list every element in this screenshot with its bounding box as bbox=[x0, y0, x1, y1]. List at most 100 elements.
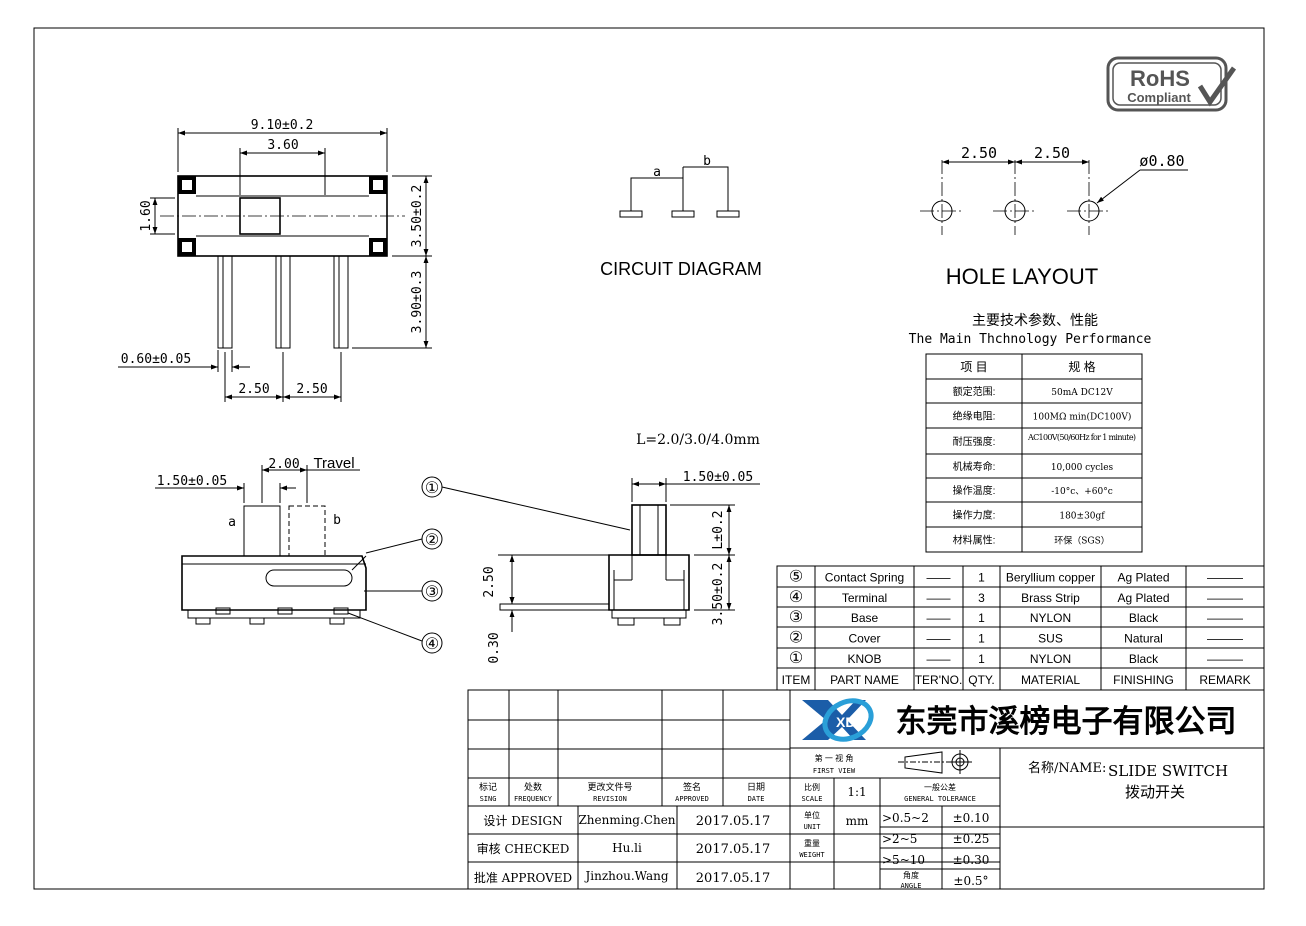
tolerance-range: >0.5~2 bbox=[882, 811, 929, 825]
checked-date: 2017.05.17 bbox=[696, 842, 770, 857]
performance-title-cn: 主要技术参数、性能 bbox=[972, 312, 1098, 328]
bom-remark: ——— bbox=[1207, 652, 1243, 666]
mounting-hole bbox=[1078, 200, 1100, 222]
bom-item: ④ bbox=[789, 589, 803, 606]
tolerance-range: >5~10 bbox=[882, 853, 925, 867]
bom-ter-no: —— bbox=[927, 591, 951, 605]
side-view: L=2.0/3.0/4.0mm 1.50±0.05 L±0.2 3.50±0.2… bbox=[482, 432, 760, 664]
bom-material: Beryllium copper bbox=[1006, 571, 1095, 585]
product-name-cn: 拨动开关 bbox=[1125, 784, 1185, 801]
performance-item: 额定范围: bbox=[953, 385, 996, 398]
bom-finishing: Black bbox=[1129, 652, 1159, 666]
approved-date: 2017.05.17 bbox=[696, 871, 770, 886]
hole-layout-caption: HOLE LAYOUT bbox=[946, 264, 1098, 289]
performance-header-item: 项 目 bbox=[960, 360, 987, 374]
rev-header-en: SING bbox=[480, 795, 497, 803]
pin bbox=[333, 255, 349, 349]
dim-side-knob: 1.50±0.05 bbox=[683, 470, 753, 485]
rohs-logo: RoHS Compliant bbox=[1106, 56, 1237, 112]
contact-terminal bbox=[716, 210, 740, 218]
callout-label: ④ bbox=[425, 636, 439, 653]
dim-knob-width: 1.60 bbox=[139, 200, 154, 231]
dim-side-L: L±0.2 bbox=[711, 510, 726, 549]
product-name-en: SLIDE SWITCH bbox=[1108, 762, 1228, 780]
top-view: 9.10±0.2 3.60 1.60 3.50±0.2 3.90±0.3 0.6… bbox=[118, 118, 432, 402]
length-options: L=2.0/3.0/4.0mm bbox=[636, 432, 760, 448]
dim-travel: 2.00 bbox=[268, 457, 299, 472]
bom-finishing: Ag Plated bbox=[1117, 571, 1169, 585]
circuit-caption: CIRCUIT DIAGRAM bbox=[600, 259, 762, 279]
performance-item: 绝缘电阻: bbox=[953, 410, 996, 423]
bom-part-name: KNOB bbox=[847, 652, 881, 666]
tolerance-value: ±0.10 bbox=[953, 811, 990, 825]
callout-label: ① bbox=[425, 480, 439, 497]
dim-pitch: 2.50 bbox=[296, 382, 327, 397]
rev-header-cn: 日期 bbox=[747, 782, 765, 792]
switch-body-front bbox=[181, 555, 367, 611]
approved-label: 批准 APPROVED bbox=[474, 870, 572, 885]
bom-part-name: Base bbox=[851, 611, 879, 625]
switch-body-side bbox=[608, 554, 690, 611]
performance-spec: 100MΩ min(DC100V) bbox=[1033, 412, 1132, 423]
bom-header: ITEM bbox=[782, 673, 811, 687]
circuit-diagram: a b CIRCUIT DIAGRAM bbox=[600, 154, 762, 279]
design-date: 2017.05.17 bbox=[696, 814, 770, 829]
performance-item: 耐压强度: bbox=[953, 435, 996, 448]
dim-side-height: 3.50±0.2 bbox=[711, 563, 726, 626]
sheet-border bbox=[33, 27, 1265, 890]
mounting-hole bbox=[931, 200, 953, 222]
bom-remark: ——— bbox=[1207, 591, 1243, 605]
dim-knob-side: 1.50±0.05 bbox=[157, 474, 227, 489]
bom-header: PART NAME bbox=[830, 673, 899, 687]
name-label: 名称/NAME: bbox=[1028, 760, 1106, 776]
bom-header: FINISHING bbox=[1113, 673, 1174, 687]
callout-leaders: ① ② ③ ④ bbox=[347, 476, 631, 654]
hole-pitch: 2.50 bbox=[961, 144, 997, 162]
bom-part-name: Cover bbox=[848, 632, 880, 646]
hole-layout: 2.50 2.50 ø0.80 HOLE LAYOUT bbox=[920, 144, 1188, 289]
performance-table: 主要技术参数、性能 The Main Thchnology Performanc… bbox=[909, 312, 1151, 553]
bom-header: QTY. bbox=[968, 673, 994, 687]
pin-label-a: a bbox=[228, 515, 236, 530]
performance-spec: 环保（SGS） bbox=[1054, 535, 1110, 547]
mounting-hole bbox=[1004, 200, 1026, 222]
checked-name: Hu.li bbox=[612, 841, 642, 855]
front-view: 1.50±0.05 2.00 Travel a b bbox=[155, 455, 367, 625]
bom-header: MATERIAL bbox=[1021, 673, 1080, 687]
bom-header: TER'NO. bbox=[915, 673, 963, 687]
company-logo: XD bbox=[802, 698, 874, 742]
tolerance-label-en: GENERAL TOLERANCE bbox=[904, 795, 976, 803]
performance-spec: -10°c、+60°c bbox=[1051, 487, 1113, 497]
rev-header-en: FREQUENCY bbox=[514, 795, 553, 803]
tolerance-value: ±0.25 bbox=[953, 832, 990, 846]
hole-pitch: 2.50 bbox=[1034, 144, 1070, 162]
rev-header-en: DATE bbox=[748, 795, 765, 803]
bom-header: REMARK bbox=[1199, 673, 1250, 687]
rohs-text: RoHS bbox=[1130, 66, 1190, 91]
angle-label-cn: 角度 bbox=[903, 870, 919, 880]
knob-side bbox=[631, 504, 667, 556]
rev-header-en: REVISION bbox=[593, 795, 627, 803]
tolerance-value: ±0.30 bbox=[953, 853, 990, 867]
performance-item: 机械寿命: bbox=[953, 460, 996, 473]
rev-header-en: APPROVED bbox=[675, 795, 709, 803]
contact-terminal bbox=[671, 210, 695, 218]
performance-header-spec: 规 格 bbox=[1068, 359, 1095, 374]
bom-qty: 1 bbox=[978, 652, 985, 666]
bom-item: ③ bbox=[789, 609, 803, 626]
bom-part-name: Terminal bbox=[842, 591, 887, 605]
bom-qty: 1 bbox=[978, 632, 985, 646]
pcb-lead bbox=[499, 603, 610, 611]
bom-material: NYLON bbox=[1030, 652, 1071, 666]
bom-finishing: Black bbox=[1129, 611, 1159, 625]
tolerance-label-cn: 一般公差 bbox=[924, 782, 956, 792]
dim-side-250: 2.50 bbox=[482, 566, 497, 597]
bom-remark: ——— bbox=[1207, 632, 1243, 646]
tolerance-range: >2~5 bbox=[882, 832, 917, 846]
rev-header-cn: 更改文件号 bbox=[587, 781, 632, 792]
circuit-label-a: a bbox=[653, 165, 661, 180]
dim-pin-width: 0.60±0.05 bbox=[121, 352, 191, 367]
dim-pin-length: 3.90±0.3 bbox=[410, 271, 425, 334]
dim-side-030: 0.30 bbox=[487, 632, 502, 663]
